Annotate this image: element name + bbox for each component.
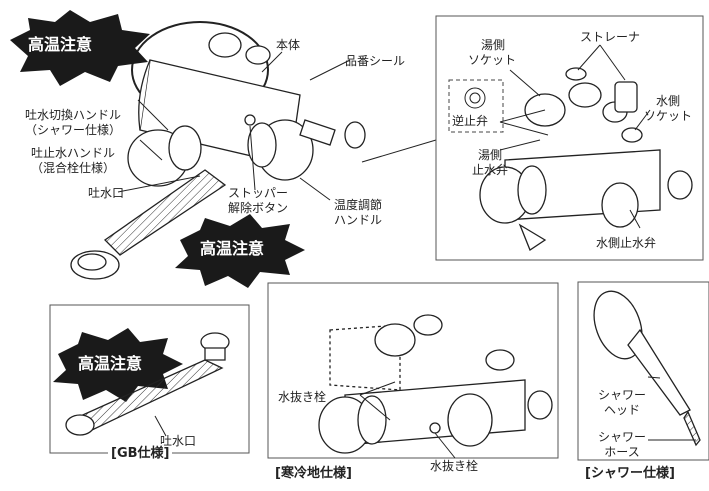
label-shower-hose-2: ホース bbox=[604, 445, 640, 459]
label-strainer: ストレーナ bbox=[580, 30, 641, 44]
label-cold-socket-2: ソケット bbox=[643, 109, 692, 123]
warning-text-gb: 高温注意 bbox=[78, 354, 143, 373]
label-hot-stop-valve-2: 止水弁 bbox=[471, 163, 508, 177]
caption-shower: [シャワー仕様] bbox=[582, 466, 678, 482]
label-stopper-1: ストッパー bbox=[227, 186, 288, 200]
warning-burst-gb bbox=[53, 328, 183, 402]
leader-lines-detail bbox=[499, 44, 651, 229]
label-cold-stop-valve: 水側止水弁 bbox=[596, 236, 657, 250]
label-stopper-2: 解除ボタン bbox=[227, 201, 288, 215]
label-hot-socket-2: ソケット bbox=[467, 53, 516, 67]
label-gb-spout: 吐水口 bbox=[160, 434, 197, 448]
cold-panel-frame bbox=[267, 282, 559, 459]
label-drain-left: 水抜き栓 bbox=[278, 390, 327, 404]
label-stop-handle-1: 吐止水ハンドル bbox=[30, 146, 115, 160]
strainer-part bbox=[614, 81, 638, 113]
detail-faucet bbox=[479, 67, 693, 251]
label-model-seal: 品番シール bbox=[345, 54, 406, 68]
label-hot-stop-valve-1: 湯側 bbox=[477, 148, 502, 162]
drain-plug bbox=[429, 422, 441, 434]
spout bbox=[103, 169, 227, 256]
label-temp-handle-1: 温度調節 bbox=[333, 198, 382, 212]
label-shower-head-2: ヘッド bbox=[603, 403, 640, 417]
warning-burst-top bbox=[10, 10, 150, 86]
label-shower-head-1: シャワー bbox=[597, 388, 646, 402]
label-check-valve: 逆止弁 bbox=[452, 114, 489, 128]
label-cold-socket-1: 水側 bbox=[655, 94, 680, 108]
label-shower-hose-1: シャワー bbox=[597, 430, 646, 444]
shower-head bbox=[593, 290, 701, 447]
stopper-button bbox=[244, 114, 256, 126]
warning-burst-middle bbox=[175, 214, 305, 288]
check-valve-callout bbox=[448, 79, 504, 133]
label-spout: 吐水口 bbox=[88, 186, 125, 200]
caption-gb: [GB仕様] bbox=[108, 446, 173, 462]
label-stop-handle-2: （混合栓仕様） bbox=[30, 161, 115, 175]
label-hot-socket-1: 湯側 bbox=[480, 38, 505, 52]
label-drain-bottom: 水抜き栓 bbox=[430, 459, 479, 473]
gb-faucet bbox=[65, 332, 230, 436]
main-faucet bbox=[70, 21, 366, 280]
label-spout-switch-handle-1: 吐水切換ハンドル bbox=[24, 108, 121, 122]
shower-panel-frame bbox=[577, 281, 709, 461]
warning-text-middle: 高温注意 bbox=[200, 239, 265, 258]
warning-text-top: 高温注意 bbox=[28, 35, 93, 54]
caption-cold-region: [寒冷地仕様] bbox=[272, 466, 355, 482]
label-body: 本体 bbox=[276, 38, 301, 52]
label-spout-switch-handle-2: （シャワー仕様） bbox=[24, 123, 121, 137]
cold-faucet bbox=[318, 314, 553, 454]
leader-lines-main bbox=[117, 51, 437, 201]
detail-panel-frame bbox=[435, 15, 704, 261]
label-temp-handle-2: ハンドル bbox=[333, 213, 382, 227]
